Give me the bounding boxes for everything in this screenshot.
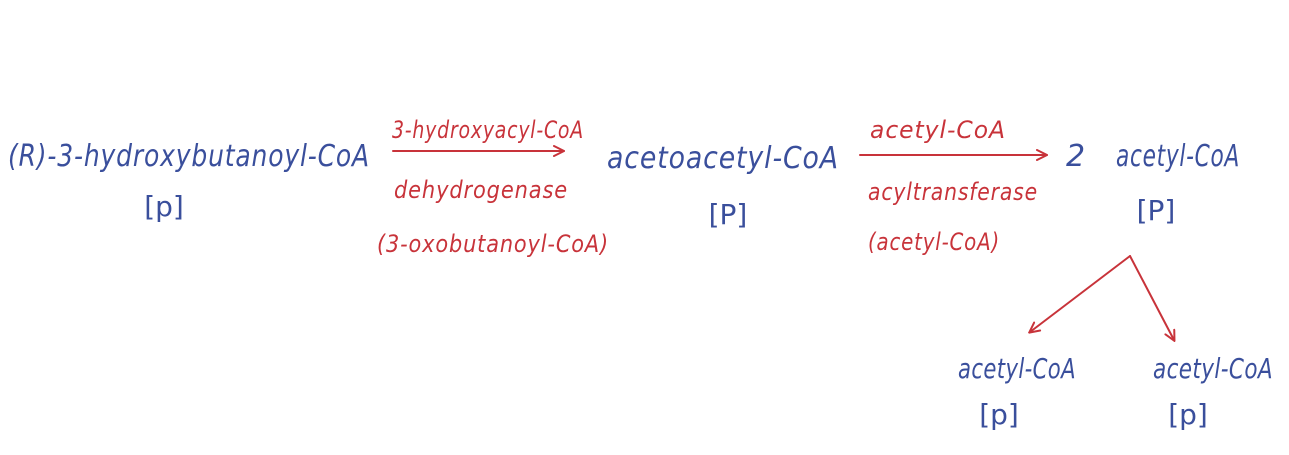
product-tag: [P]	[1137, 194, 1176, 227]
intermediate-name: acetoacetyl-CoA	[607, 141, 839, 176]
split-arrow-left	[1030, 255, 1131, 332]
step2-enzyme-line2: acyltransferase	[868, 178, 1038, 206]
step2-enzyme-note: (acetyl-CoA)	[868, 228, 1000, 256]
step2-enzyme-line1: acetyl-CoA	[870, 116, 1006, 144]
step1-enzyme-line1: 3-hydroxyacyl-CoA	[392, 116, 584, 144]
substrate-tag: [p]	[144, 190, 184, 223]
split-arrow-right	[1129, 255, 1174, 340]
intermediate-tag: [P]	[709, 198, 748, 231]
split-right-name: acetyl-CoA	[1153, 352, 1273, 385]
split-left-name: acetyl-CoA	[958, 352, 1076, 385]
step1-enzyme-line2: dehydrogenase	[394, 176, 568, 204]
product-name: acetyl-CoA	[1116, 139, 1240, 174]
split-left-tag: [p]	[979, 398, 1019, 431]
split-right-tag: [p]	[1168, 398, 1208, 431]
substrate-name: (R)-3-hydroxybutanoyl-CoA	[8, 139, 370, 174]
step1-enzyme-note: (3-oxobutanoyl-CoA)	[377, 230, 609, 258]
product-coefficient: 2	[1066, 139, 1086, 174]
